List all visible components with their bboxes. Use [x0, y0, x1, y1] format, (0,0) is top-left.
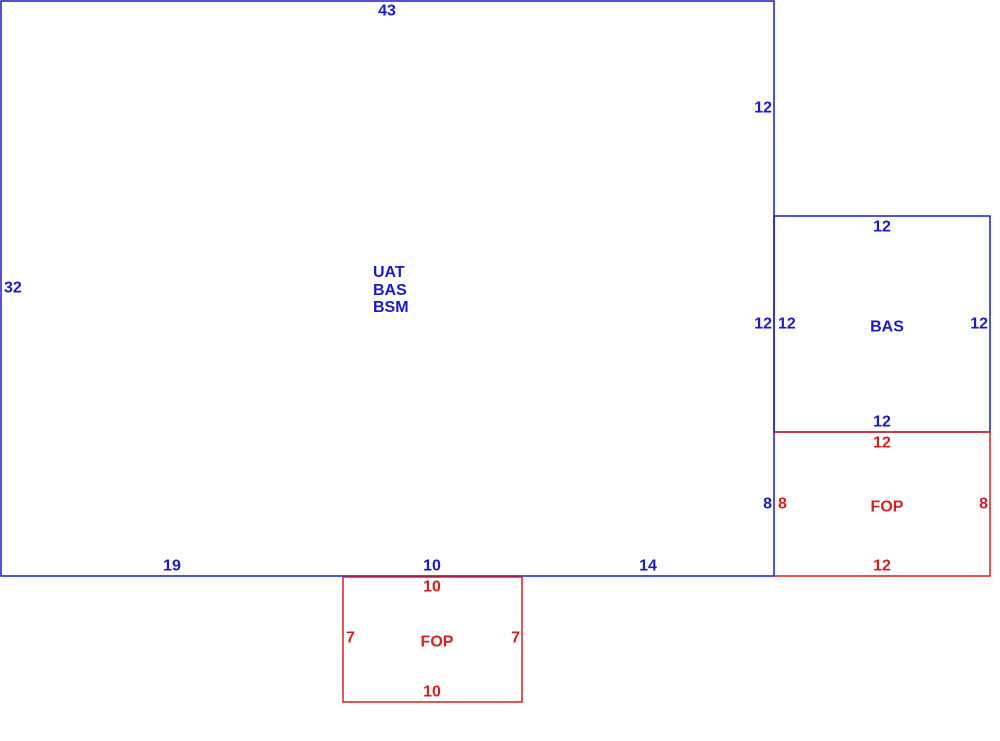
main-dim-right-upper: 12 — [754, 99, 772, 117]
main-area-label-bsm: BSM — [373, 298, 409, 316]
fop-right-outline — [774, 431, 991, 577]
main-dim-left: 32 — [4, 279, 22, 297]
fop-bottom-dim-top: 10 — [423, 578, 441, 596]
fop-bottom-dim-bottom: 10 — [423, 683, 441, 701]
main-dim-top: 43 — [378, 2, 396, 20]
fop-right-dim-right: 8 — [979, 495, 988, 513]
fop-right-label: FOP — [870, 498, 904, 516]
fop-bottom-dim-left: 7 — [346, 629, 355, 647]
fop-right-dim-bottom: 12 — [873, 557, 891, 575]
main-dim-bottom-right: 14 — [639, 557, 657, 575]
main-area-label-stack: UAT BAS BSM — [373, 264, 409, 317]
fop-bottom-label: FOP — [420, 633, 454, 651]
main-area-label-bas: BAS — [373, 281, 407, 299]
bas-dim-bottom: 12 — [873, 413, 891, 431]
bas-dim-top: 12 — [873, 218, 891, 236]
main-area-label-uat: UAT — [373, 263, 405, 281]
main-dim-right-lower: 8 — [763, 495, 772, 513]
main-dim-right-middle: 12 — [754, 315, 772, 333]
fop-right-dim-left: 8 — [778, 495, 787, 513]
fop-right-dim-top: 12 — [873, 434, 891, 452]
main-dim-bottom-left: 19 — [163, 557, 181, 575]
fop-bottom-dim-right: 7 — [511, 629, 520, 647]
bas-dim-right: 12 — [970, 315, 988, 333]
bas-room-label: BAS — [870, 318, 904, 336]
main-dim-bottom-middle: 10 — [423, 557, 441, 575]
fop-bottom-outline — [342, 576, 523, 703]
bas-dim-left: 12 — [778, 315, 796, 333]
